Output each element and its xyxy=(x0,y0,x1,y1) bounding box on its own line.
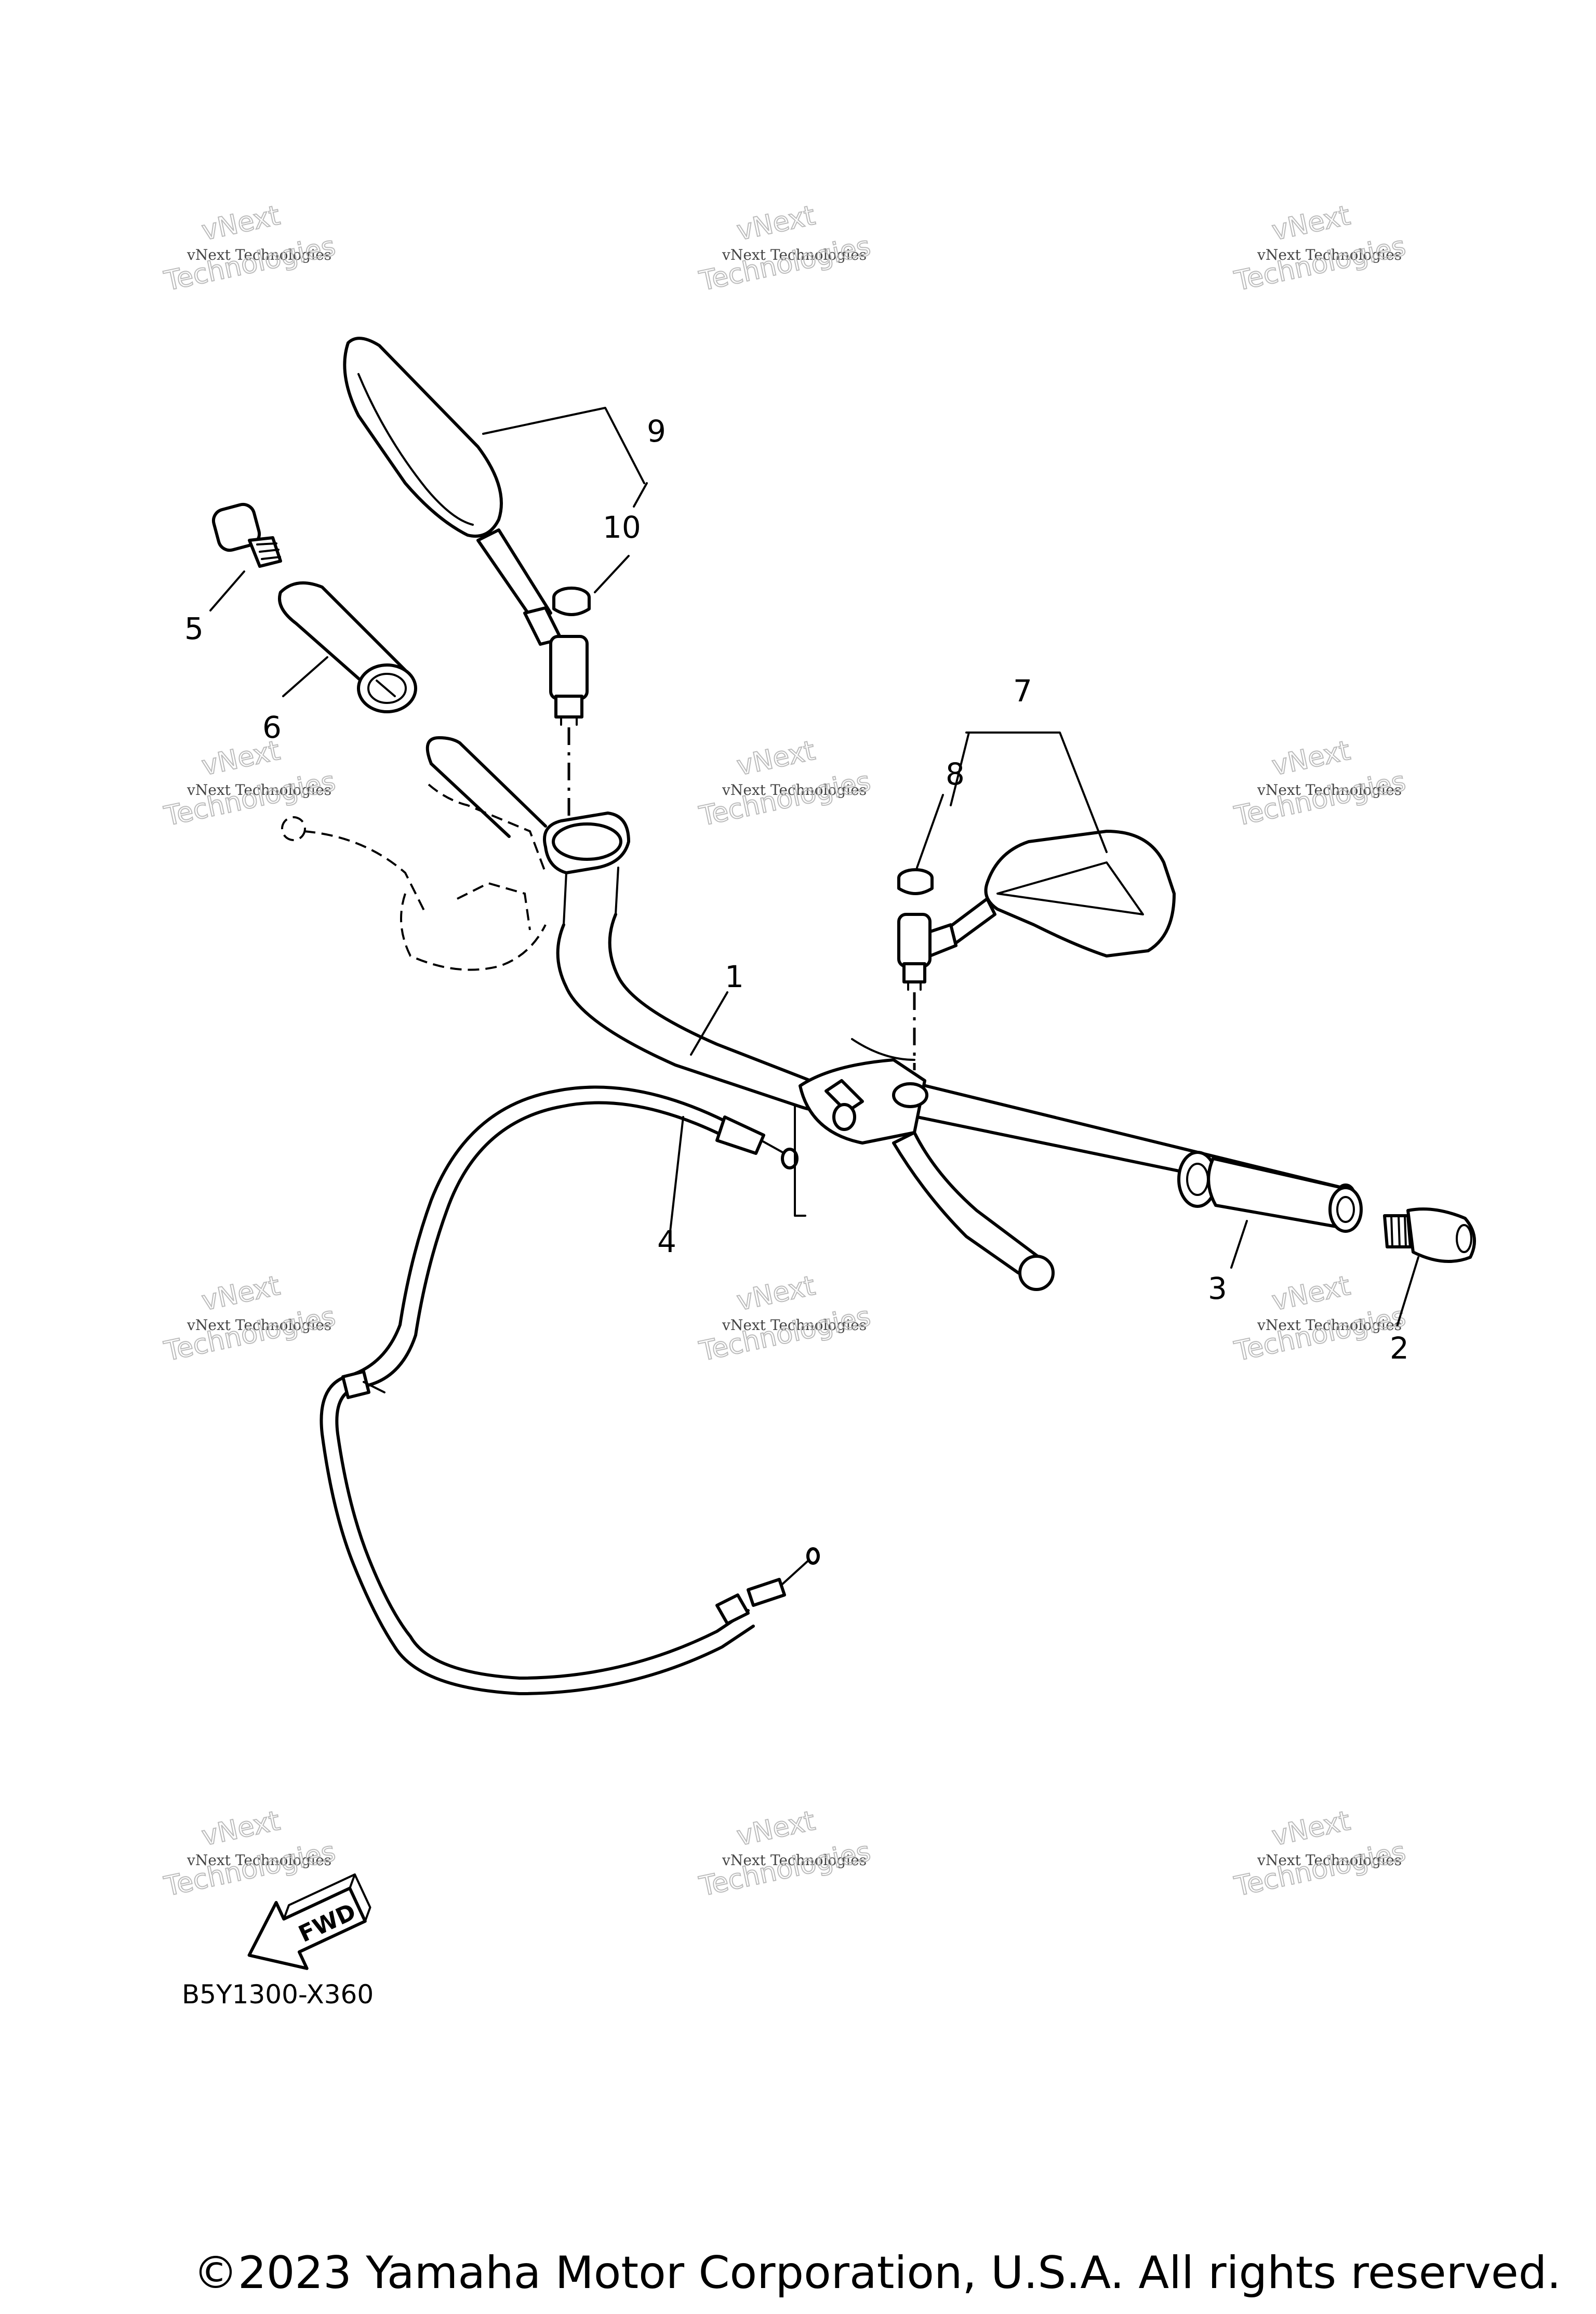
watermark-vnext: vNext xyxy=(199,1805,283,1852)
watermark-tech: Technologies xyxy=(1232,766,1408,832)
watermark-tech: Technologies xyxy=(162,1836,338,1903)
watermark-small: vNext Technologies xyxy=(1257,781,1402,799)
watermark-small: vNext Technologies xyxy=(722,1316,867,1334)
callout-10: 10 xyxy=(603,510,641,545)
callout-9: 9 xyxy=(647,414,666,449)
fwd-arrow-icon: FWD xyxy=(247,1873,371,1970)
watermark-vnext: vNext xyxy=(1269,200,1353,247)
watermark-small: vNext Technologies xyxy=(722,246,867,263)
watermark-tech: Technologies xyxy=(162,766,338,832)
watermark-vnext: vNext xyxy=(199,200,283,247)
center-lines xyxy=(567,727,916,1217)
left-lever-ghost xyxy=(281,783,547,971)
right-bar-end xyxy=(1383,1207,1476,1263)
watermark-small: vNext Technologies xyxy=(722,781,867,799)
right-lever-assembly xyxy=(799,1038,1055,1291)
callout-3: 3 xyxy=(1208,1271,1227,1306)
watermark-small: vNext Technologies xyxy=(1257,1852,1402,1869)
left-mirror-cap xyxy=(552,587,591,616)
watermark-tech: Technologies xyxy=(162,231,338,297)
watermark-small: vNext Technologies xyxy=(1257,246,1402,263)
watermark-small: vNext Technologies xyxy=(187,1316,331,1334)
callout-6: 6 xyxy=(262,710,282,745)
left-grip xyxy=(278,581,417,713)
watermark-vnext: vNext xyxy=(1269,1270,1353,1317)
watermark-tech: Technologies xyxy=(697,231,873,297)
watermark-tech: Technologies xyxy=(162,1301,338,1367)
drawing-code: B5Y1300-X360 xyxy=(182,1979,374,2010)
watermark-vnext: vNext xyxy=(734,1805,818,1852)
watermark-small: vNext Technologies xyxy=(187,1852,331,1869)
watermark-vnext: vNext xyxy=(734,1270,818,1317)
callout-1: 1 xyxy=(725,959,744,994)
watermark-small: vNext Technologies xyxy=(187,246,331,263)
watermark-tech: Technologies xyxy=(697,1301,873,1367)
callout-2: 2 xyxy=(1390,1331,1409,1366)
watermark-small: vNext Technologies xyxy=(1257,1316,1402,1334)
watermark-vnext: vNext xyxy=(734,735,818,782)
watermark-vnext: vNext xyxy=(199,1270,283,1317)
watermark-tech: Technologies xyxy=(697,766,873,832)
callout-4: 4 xyxy=(657,1224,676,1259)
watermark-tech: Technologies xyxy=(1232,1301,1408,1367)
right-mirror-cap xyxy=(897,868,934,895)
watermark-small: vNext Technologies xyxy=(722,1852,867,1869)
watermark-group: vNext Technologies vNext Technologies vN… xyxy=(161,200,1409,1903)
watermark-tech: Technologies xyxy=(1232,231,1408,297)
handlebar xyxy=(425,736,1356,1212)
left-mirror xyxy=(343,337,589,726)
watermark-vnext: vNext xyxy=(1269,1805,1353,1852)
watermark-vnext: vNext xyxy=(734,200,818,247)
copyright-notice: ©2023 Yamaha Motor Corporation, U.S.A. A… xyxy=(193,2247,1561,2299)
clutch-cable xyxy=(320,1085,820,1695)
watermark-tech: Technologies xyxy=(697,1836,873,1903)
watermark-tech: Technologies xyxy=(1232,1836,1408,1903)
callout-labels: 1 2 3 4 5 6 7 8 9 10 xyxy=(184,414,1409,1366)
callout-8: 8 xyxy=(946,756,965,792)
right-mirror xyxy=(897,830,1176,991)
watermark-small: vNext Technologies xyxy=(187,781,331,799)
right-grip xyxy=(1177,1151,1363,1233)
callout-5: 5 xyxy=(184,611,204,646)
leader-lines xyxy=(209,407,1419,1326)
callout-7: 7 xyxy=(1013,673,1032,709)
watermark-vnext: vNext xyxy=(1269,735,1353,782)
left-bar-end xyxy=(211,502,282,568)
